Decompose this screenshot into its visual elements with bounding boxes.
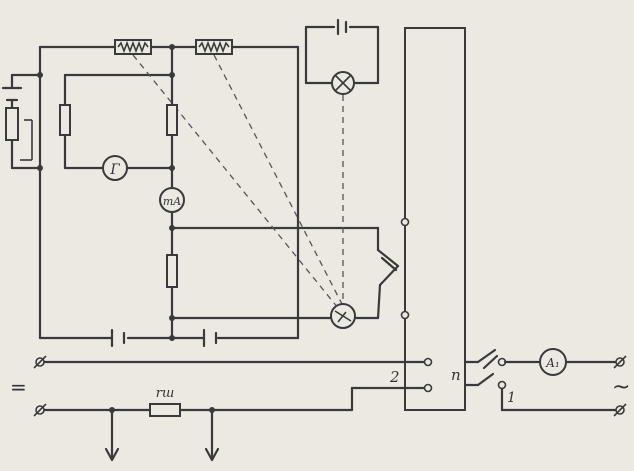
slide-wire-rheostat-2 [195,39,233,55]
dc-supply-lines [38,357,433,462]
resistor-left [59,104,71,136]
galvanometer-label: Г [109,162,120,178]
ammeter: A₁ [539,348,567,376]
battery-bottom-1 [110,328,126,348]
junction-nodes [37,44,175,341]
battery-left [1,86,23,102]
signal-lamp-circuit [304,18,380,95]
rheostat-left [5,107,19,141]
mechanical-linkage [132,54,344,309]
ac-side-circuit [463,348,627,417]
terminal-1-label: 1 [507,390,516,406]
resistor-upper [166,104,178,136]
terminal-2-label: 2 [389,368,400,386]
shunt-resistor: rш [149,386,181,417]
dc-symbol: = [10,375,27,399]
reversible-motor [330,303,356,329]
switch-p-label: п [451,366,461,384]
bridge-frame-wires [10,45,400,340]
resistor-lower [166,254,178,288]
ac-symbol: ~ [612,375,630,400]
ammeter-label: A₁ [545,356,559,370]
shunt-label: rш [156,386,175,401]
galvanometer: Г [102,155,128,181]
dc-terminals [33,355,47,417]
milliammeter-label: mA [163,195,181,208]
slide-wire-rheostat-1 [114,39,152,55]
relay-block [400,27,466,411]
milliammeter: mA [159,187,185,213]
battery-bottom-2 [202,328,218,348]
